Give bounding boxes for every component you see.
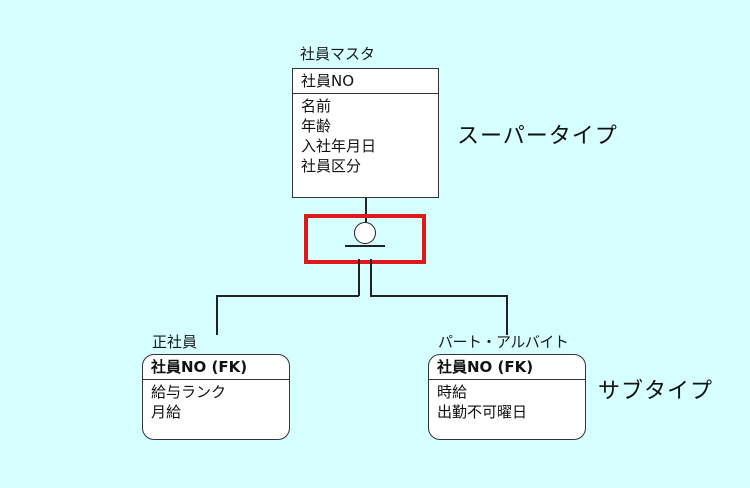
connector-line [365, 198, 367, 223]
supertype-annotation: スーパータイプ [457, 124, 618, 149]
connector-line [370, 295, 507, 297]
supertype-entity-name: 社員マスタ [300, 45, 376, 63]
connector-line [216, 295, 218, 335]
attribute: 給与ランク [151, 383, 227, 401]
subtype-annotation: サブタイプ [598, 379, 714, 404]
attribute: 出勤不可曜日 [437, 403, 528, 421]
subtype-attributes: 時給 出勤不可曜日 [429, 380, 585, 424]
subtype-primary-key: 社員NO (FK) [429, 355, 585, 380]
connector-line [358, 259, 360, 296]
category-highlight-box [304, 214, 426, 264]
supertype-entity-box[interactable]: 社員NO 名前 年齢 入社年月日 社員区分 [292, 68, 439, 198]
category-bar [345, 245, 385, 247]
subtype-primary-key: 社員NO (FK) [143, 355, 289, 380]
subtype-entity-box[interactable]: 社員NO (FK) 給与ランク 月給 [142, 354, 290, 440]
category-circle-icon [354, 222, 376, 244]
subtype-attributes: 給与ランク 月給 [143, 380, 289, 424]
subtype-entity-box[interactable]: 社員NO (FK) 時給 出勤不可曜日 [428, 354, 586, 440]
attribute: 入社年月日 [301, 137, 377, 155]
supertype-primary-key: 社員NO [293, 69, 438, 94]
attribute: 社員区分 [301, 157, 362, 175]
attribute: 年齢 [301, 117, 332, 135]
attribute: 月給 [151, 403, 182, 421]
subtype-entity-name: 正社員 [152, 333, 198, 351]
supertype-attributes: 名前 年齢 入社年月日 社員区分 [293, 94, 438, 178]
attribute: 名前 [301, 97, 332, 115]
attribute: 時給 [437, 383, 468, 401]
subtype-entity-name: パート・アルバイト [438, 333, 569, 351]
connector-line [506, 295, 508, 335]
connector-line [216, 295, 359, 297]
connector-line [370, 259, 372, 296]
